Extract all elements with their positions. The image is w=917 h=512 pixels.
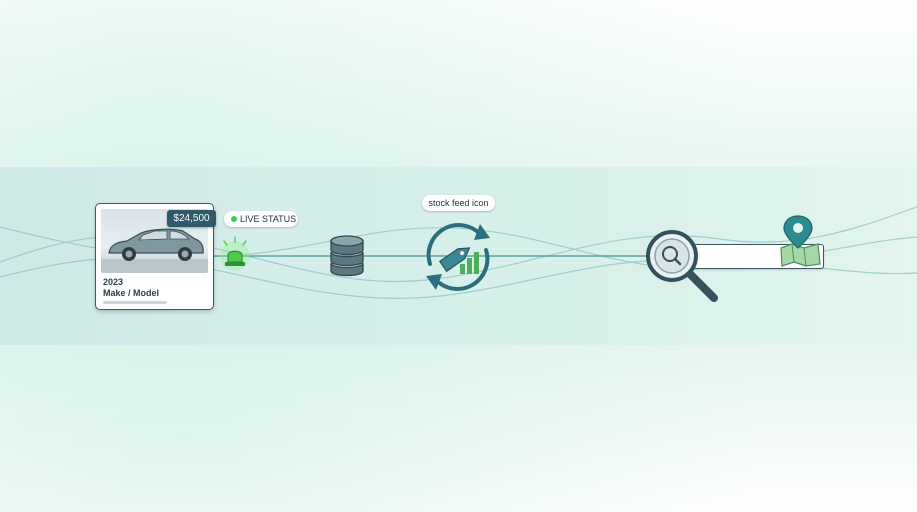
price-badge: $24,500 xyxy=(167,210,216,227)
siren-icon xyxy=(220,236,250,271)
vehicle-model: Make / Model xyxy=(103,288,160,298)
vehicle-year: 2023 xyxy=(103,277,124,287)
magnifier-icon[interactable] xyxy=(644,228,722,306)
placeholder-line xyxy=(103,301,167,304)
database-icon xyxy=(330,235,364,277)
status-dot-icon xyxy=(231,216,237,222)
live-status-pill: LIVE STATUS xyxy=(224,211,298,227)
stock-feed-pill: stock feed icon xyxy=(422,195,495,211)
map-pin-icon[interactable] xyxy=(778,214,824,268)
car-illustration xyxy=(101,228,208,273)
stock-feed-icon[interactable] xyxy=(418,216,498,296)
live-status-label: LIVE STATUS xyxy=(240,214,297,224)
